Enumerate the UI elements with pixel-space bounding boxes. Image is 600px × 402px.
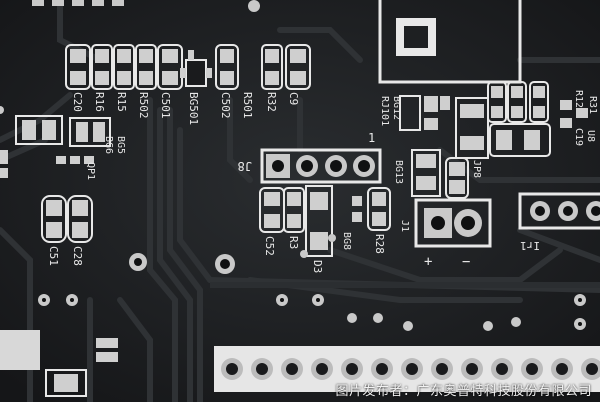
capacitor-c51-c28-pads bbox=[46, 200, 88, 238]
label-c20: C20 bbox=[71, 92, 84, 112]
label-j8: J8 bbox=[238, 159, 252, 173]
smd-pads-top bbox=[70, 49, 306, 85]
header-j8 bbox=[260, 148, 382, 184]
connector-top-right bbox=[378, 0, 522, 84]
label-c52: C52 bbox=[263, 236, 276, 256]
smd-center-pads bbox=[264, 96, 465, 250]
smd-right-cluster bbox=[455, 81, 551, 159]
label-c28: C28 bbox=[71, 246, 84, 266]
label-bg501: BG501 bbox=[187, 92, 200, 125]
photo-credit: 图片发布者：广东奥普特科技股份有限公司 bbox=[335, 384, 592, 399]
label-c19: C19 bbox=[573, 128, 584, 146]
transistor-bg501 bbox=[180, 50, 212, 87]
smd-right-pads bbox=[460, 86, 588, 150]
smd-center-cluster bbox=[259, 149, 469, 257]
label-d3: D3 bbox=[311, 260, 324, 273]
label-plus: + bbox=[424, 254, 432, 270]
label-ir1: Ir1 bbox=[520, 239, 540, 252]
smd-bottom-left bbox=[45, 338, 118, 397]
label-bg6: BG6 bbox=[103, 136, 114, 154]
label-r16: R16 bbox=[93, 92, 106, 112]
label-bg12: BG12 bbox=[391, 96, 402, 120]
transistor-bg12 bbox=[399, 95, 421, 131]
label-c9: C9 bbox=[287, 92, 300, 105]
label-j1: J1 bbox=[399, 220, 410, 232]
header-ir1 bbox=[518, 192, 600, 230]
label-jp8: JP8 bbox=[471, 160, 482, 178]
label-r15: R15 bbox=[115, 92, 128, 112]
label-bg8: BG8 bbox=[341, 232, 352, 250]
smd-row-top bbox=[65, 44, 311, 90]
ground-plane-left bbox=[0, 330, 40, 370]
label-r502: R502 bbox=[137, 92, 150, 119]
smd-left-pads bbox=[0, 120, 105, 178]
label-r501: R501 bbox=[241, 92, 254, 119]
label-r32: R32 bbox=[265, 92, 278, 112]
label-r3: R3 bbox=[287, 236, 300, 249]
silkscreen-labels: C20 R16 R15 R502 C501 BG501 C502 R501 R3… bbox=[47, 90, 598, 273]
label-bg13: BG13 bbox=[393, 160, 404, 184]
ground-plane-strip bbox=[210, 282, 600, 288]
label-r28: R28 bbox=[373, 234, 386, 254]
label-c51: C51 bbox=[47, 246, 60, 266]
label-c501: C501 bbox=[159, 92, 172, 119]
capacitor-c51-c28 bbox=[41, 195, 93, 243]
via-top bbox=[248, 0, 260, 12]
label-one: 1 bbox=[368, 131, 375, 145]
header-bottom bbox=[214, 346, 600, 392]
label-minus: − bbox=[462, 254, 470, 270]
label-u8: U8 bbox=[585, 130, 596, 142]
label-r31: R31 bbox=[587, 96, 598, 114]
via-holes bbox=[42, 258, 582, 326]
label-bg5: BG5 bbox=[115, 136, 126, 154]
connector-j1 bbox=[414, 198, 492, 248]
label-rj101: RJ101 bbox=[379, 96, 390, 126]
label-r12: R12 bbox=[573, 90, 584, 108]
header-top-left bbox=[32, 0, 124, 6]
smd-left-cluster bbox=[15, 115, 111, 147]
label-c502: C502 bbox=[219, 92, 232, 119]
label-qp1: QP1 bbox=[85, 162, 96, 180]
